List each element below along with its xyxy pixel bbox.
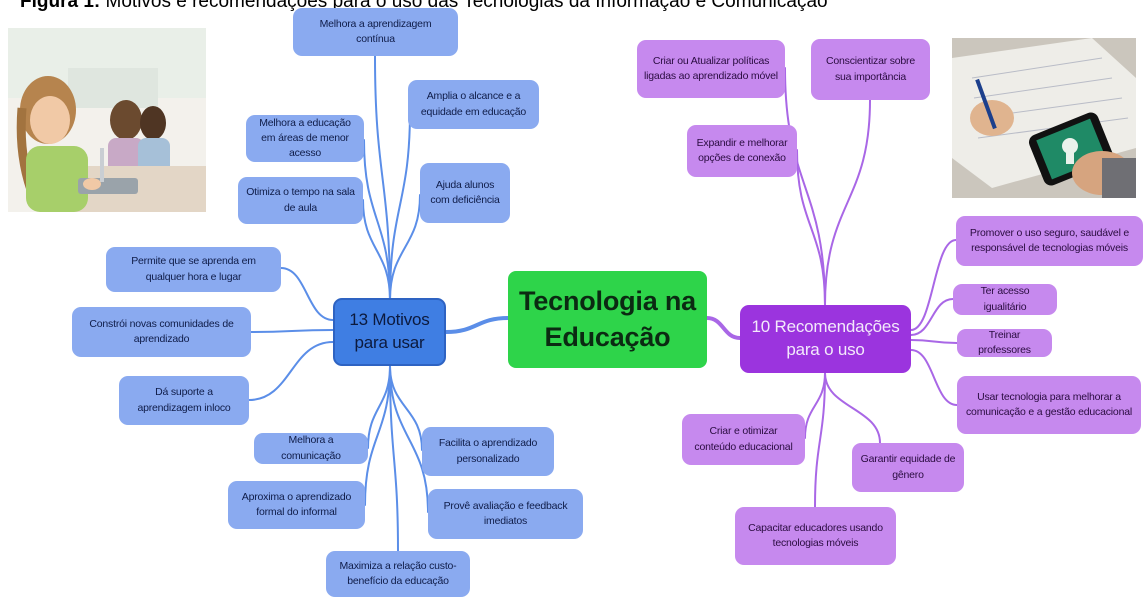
recomendacao-label: Conscientizar sobre sua importância [826,55,915,83]
motivo-node: Aproxima o aprendizado formal do informa… [228,481,365,529]
motivo-node: Dá suporte a aprendizagem inloco [119,376,249,425]
recomendacao-label: Usar tecnologia para melhorar a comunica… [966,390,1132,418]
recomendacao-link [910,239,957,331]
motivo-label: Melhora a comunicação [281,434,341,462]
recomendacao-node: Usar tecnologia para melhorar a comunica… [957,376,1141,434]
motivo-label: Facilita o aprendizado personalizado [438,437,538,465]
motivo-node: Ajuda alunos com deficiência [420,163,510,223]
recomendacao-node: Criar ou Atualizar políticas ligadas ao … [637,40,785,98]
recomendacao-link [814,372,826,508]
recomendacao-node: Ter acesso igualitário [953,284,1057,315]
motivo-node: Otimiza o tempo na sala de aula [238,177,363,224]
motivo-node: Maximiza a relação custo-benefício da ed… [326,551,470,597]
motivo-label: Otimiza o tempo na sala de aula [246,186,355,214]
recomendacao-label: Treinar professores [978,328,1031,356]
recomendacao-node: Capacitar educadores usando tecnologias … [735,507,896,565]
recomendacao-label: Ter acesso igualitário [980,285,1030,313]
recomendacao-link [910,349,958,406]
motivo-label: Ajuda alunos com deficiência [430,178,500,206]
motivo-link [389,365,429,513]
recomendacao-node: Promover o uso seguro, saudável e respon… [956,216,1143,266]
children-laptops-photo [8,28,206,212]
motivo-link [248,341,334,401]
center-to-recomendacoes-line [705,316,742,340]
motivo-link [389,194,421,301]
motivo-link [374,55,391,301]
motivo-label: Permite que se aprenda em qualquer hora … [131,255,256,283]
recomendacao-label: Promover o uso seguro, saudável e respon… [969,226,1130,254]
recomendacoes-hub: 10 Recomendações para o uso [740,305,911,373]
motivo-label: Melhora a educação em áreas de menor ace… [259,116,351,160]
recomendacao-label: Criar e otimizar conteúdo educacional [694,425,793,453]
caption-text: Motivos e recomendações para o uso das T… [105,0,828,12]
recomendacao-link [824,372,881,444]
motivo-link [389,109,411,301]
motivo-label: Dá suporte a aprendizagem inloco [137,386,231,414]
recomendacao-node: Treinar professores [957,329,1052,357]
recomendacao-label: Garantir equidade de gênero [860,453,956,481]
recomendacao-link [784,67,826,306]
motivo-node: Facilita o aprendizado personalizado [422,427,554,476]
recomendacoes-hub-label: 10 Recomendações para o uso [751,317,900,359]
recomendacao-node: Garantir equidade de gênero [852,443,964,492]
motivo-node: Amplia o alcance e a equidade em educaçã… [408,80,539,129]
recomendacao-link [796,149,826,306]
recomendacao-label: Expandir e melhorar opções de conexão [696,136,788,164]
motivo-link [364,365,391,506]
motivo-label: Maximiza a relação custo-benefício da ed… [339,559,457,587]
motivo-link [389,365,399,552]
recomendacao-link [910,298,954,336]
recomendacao-node: Criar e otimizar conteúdo educacional [682,414,805,465]
motivo-node: Permite que se aprenda em qualquer hora … [106,247,281,292]
motivo-node: Melhora a aprendizagem contínua [293,8,458,56]
motivo-link [363,139,391,301]
motivo-label: Constrói novas comunidades de aprendizad… [89,317,234,345]
motivo-node: Constrói novas comunidades de aprendizad… [72,307,251,357]
center-topic: Tecnologia na Educação [508,271,707,368]
motivo-node: Melhora a comunicação [254,433,368,464]
recomendacao-node: Expandir e melhorar opções de conexão [687,125,797,177]
recomendacao-node: Conscientizar sobre sua importância [811,39,930,100]
student-phone-photo [952,38,1136,198]
recomendacao-label: Capacitar educadores usando tecnologias … [748,521,883,549]
motivo-link [362,199,391,301]
recomendacao-label: Criar ou Atualizar políticas ligadas ao … [644,54,778,82]
center-to-motivos-line [444,316,510,334]
motivo-node: Melhora a educação em áreas de menor ace… [246,115,364,162]
motivo-label: Melhora a aprendizagem contínua [319,17,432,45]
caption-label: Figura 1: [20,0,101,12]
recomendacao-link [824,99,871,306]
motivo-node: Provê avaliação e feedback imediatos [428,489,583,539]
motivo-link [280,267,334,321]
recomendacao-link [910,339,958,344]
figure-caption: Figura 1: Motivos e recomendações para o… [20,0,828,13]
motivo-label: Provê avaliação e feedback imediatos [443,499,568,527]
motivos-hub-label: 13 Motivos para usar [349,310,430,352]
motivo-label: Aproxima o aprendizado formal do informa… [241,490,352,518]
motivo-label: Amplia o alcance e a equidade em educaçã… [420,90,527,118]
motivo-link [250,329,334,333]
center-topic-label: Tecnologia na Educação [519,286,696,352]
motivos-hub: 13 Motivos para usar [333,298,446,366]
